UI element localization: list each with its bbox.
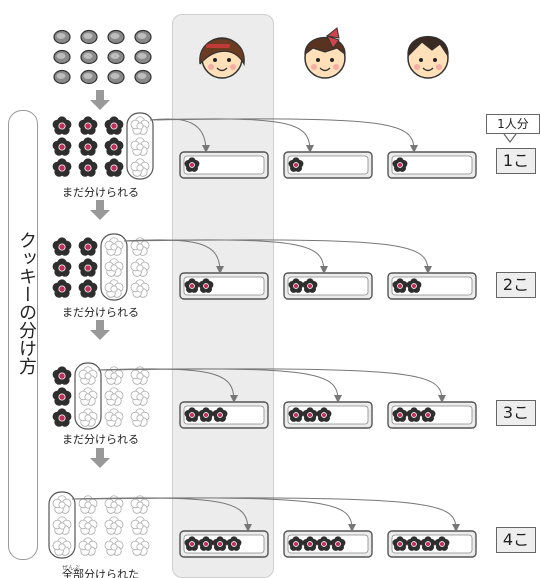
status-label-3: まだ分けられる xyxy=(62,431,139,447)
whole-cookie-0 xyxy=(54,31,70,44)
stage-4-cookie-2-0 xyxy=(53,538,71,556)
whole-cookie-11 xyxy=(135,71,151,84)
whole-cookie-1 xyxy=(81,31,97,44)
stage-2-cookie-2-2 xyxy=(105,280,123,298)
whole-cookie-2 xyxy=(108,31,124,44)
stage-1-cookie-2-0 xyxy=(53,159,71,177)
stage-3-cookie-0-1 xyxy=(79,367,97,385)
stage-1-arrow-person-2 xyxy=(150,119,310,151)
down-arrow-3 xyxy=(90,448,110,468)
whole-cookie-3 xyxy=(135,31,151,44)
stage-1-cookie-0-3 xyxy=(131,117,149,135)
status-label-1: まだ分けられる xyxy=(62,184,139,200)
stage-1-cookie-0-2 xyxy=(105,117,123,135)
stage-4-cookie-2-1 xyxy=(79,538,97,556)
stage-4-cookie-1-3 xyxy=(131,517,149,535)
stage-3-cookie-2-0 xyxy=(53,409,71,427)
whole-cookie-8 xyxy=(54,71,70,84)
stage-1-cookie-0-1 xyxy=(79,117,97,135)
stage-2-arrow-person-2 xyxy=(124,240,324,272)
down-arrow-0 xyxy=(90,90,110,110)
down-arrow-2 xyxy=(90,320,110,340)
stage-2-cookie-2-1 xyxy=(79,280,97,298)
count-box-3: 3こ xyxy=(496,400,536,426)
count-box-2: 2こ xyxy=(496,272,536,298)
stage-4-arrow-person-1 xyxy=(72,498,248,530)
stage-1-cookie-2-3 xyxy=(131,159,149,177)
stage-2-cookie-0-1 xyxy=(79,238,97,256)
stage-2-cookie-0-2 xyxy=(105,238,123,256)
stage-3-cookie-2-2 xyxy=(105,409,123,427)
stage-1-arrow-person-1 xyxy=(150,119,206,151)
whole-cookie-7 xyxy=(135,51,151,64)
stage-1-cookie-0-0 xyxy=(53,117,71,135)
girl-with-bow-face-icon xyxy=(305,28,345,78)
stage-3-cookie-1-1 xyxy=(79,388,97,406)
stage-2-cookie-1-1 xyxy=(79,259,97,277)
stage-1-cookie-1-3 xyxy=(131,138,149,156)
girl-face-icon xyxy=(200,38,244,78)
stage-4-arrow-person-3 xyxy=(72,498,456,530)
stage-3-arrow-person-3 xyxy=(98,369,442,401)
stage-1-arrow-person-3 xyxy=(150,119,414,151)
status-label-2: まだ分けられる xyxy=(62,304,139,320)
per-person-label-pointer xyxy=(504,134,516,142)
stage-2-cookie-2-3 xyxy=(131,280,149,298)
stage-2-cookie-1-3 xyxy=(131,259,149,277)
stage-1-cookie-2-1 xyxy=(79,159,97,177)
stage-4-cookie-1-0 xyxy=(53,517,71,535)
stage-3-cookie-1-0 xyxy=(53,388,71,406)
stage-3-cookie-0-0 xyxy=(53,367,71,385)
stage-4-cookie-2-3 xyxy=(131,538,149,556)
stage-2-arrow-person-3 xyxy=(124,240,428,272)
status-label-4: 全部分けられた xyxy=(62,566,139,578)
whole-cookie-4 xyxy=(54,51,70,64)
stage-3-cookie-2-3 xyxy=(131,409,149,427)
down-arrow-1 xyxy=(90,200,110,220)
stage-1-cookie-1-1 xyxy=(79,138,97,156)
stage-4-cookie-2-2 xyxy=(105,538,123,556)
count-box-1: 1こ xyxy=(496,148,536,174)
sidebar-panel: クッキーの分け方 xyxy=(8,110,38,560)
whole-cookie-10 xyxy=(108,71,124,84)
per-person-label: 1人分 xyxy=(486,114,540,134)
stage-3-cookie-1-3 xyxy=(131,388,149,406)
stage-3-cookie-2-1 xyxy=(79,409,97,427)
stage-4-cookie-0-0 xyxy=(53,496,71,514)
stage-4-cookie-1-2 xyxy=(105,517,123,535)
stage-2-cookie-2-0 xyxy=(53,280,71,298)
sidebar-title: クッキーの分け方 xyxy=(9,231,37,375)
stage-2-cookie-1-0 xyxy=(53,259,71,277)
count-box-4: 4こ xyxy=(496,527,536,553)
stage-1-cookie-1-0 xyxy=(53,138,71,156)
whole-cookie-5 xyxy=(81,51,97,64)
whole-cookie-9 xyxy=(81,71,97,84)
stage-4-cookie-1-1 xyxy=(79,517,97,535)
stage-2-cookie-1-2 xyxy=(105,259,123,277)
boy-face-icon xyxy=(408,37,448,79)
stage-3-cookie-1-2 xyxy=(105,388,123,406)
stage-1-cookie-1-2 xyxy=(105,138,123,156)
whole-cookie-6 xyxy=(108,51,124,64)
stage-2-cookie-0-0 xyxy=(53,238,71,256)
stage-1-cookie-2-2 xyxy=(105,159,123,177)
